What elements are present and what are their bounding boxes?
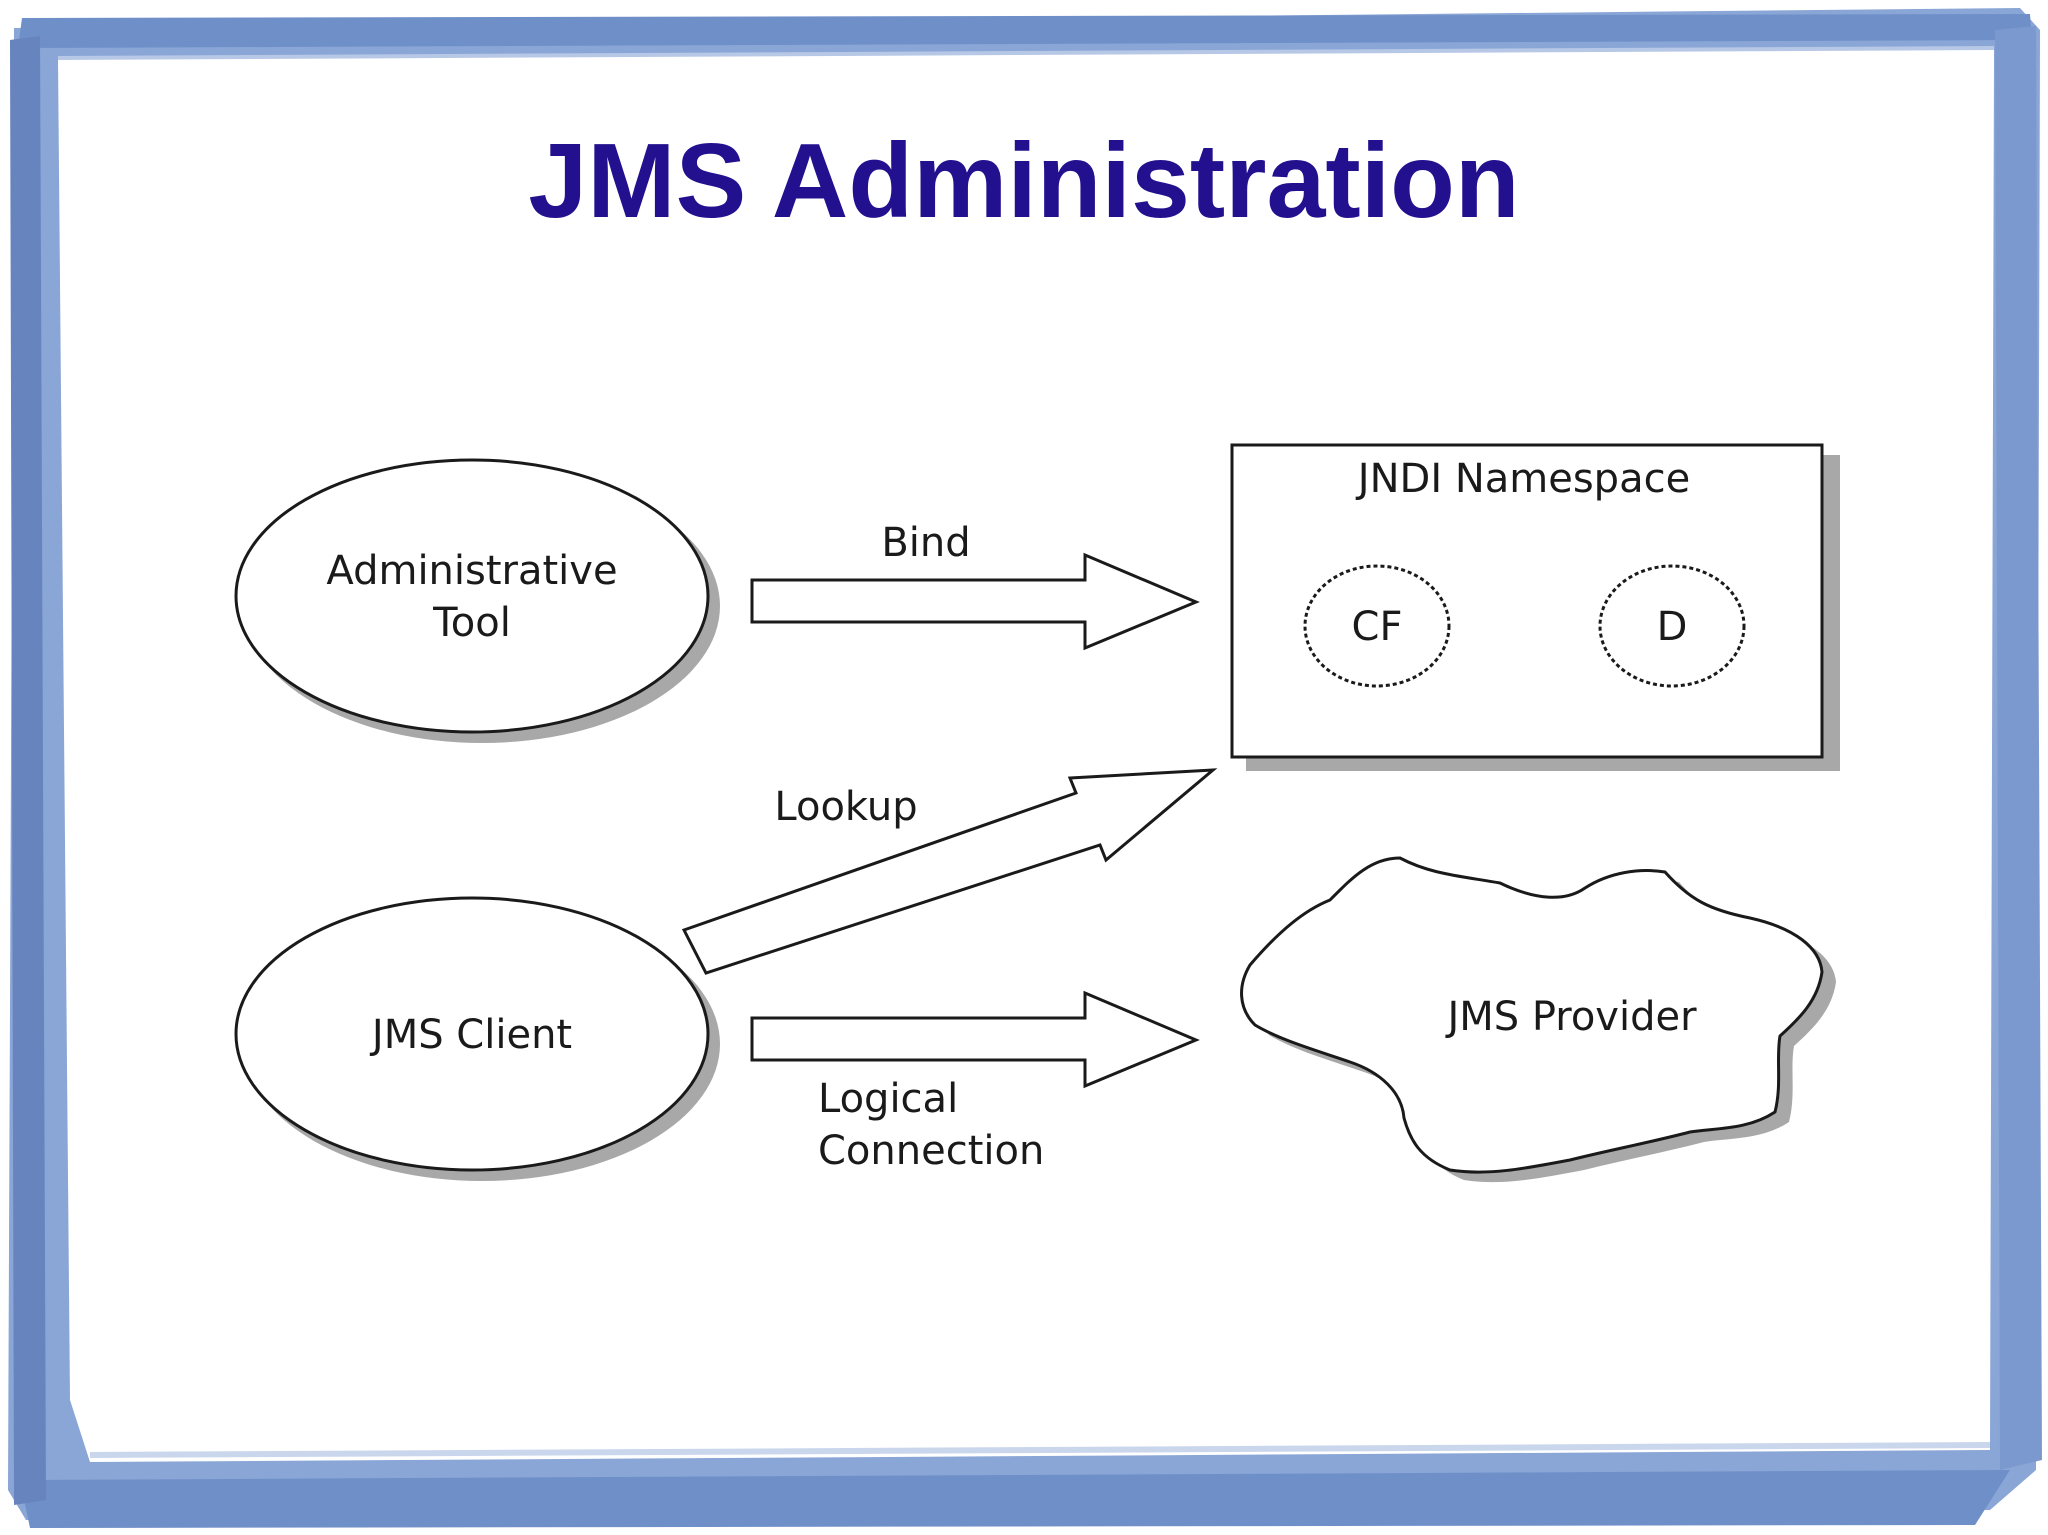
jndi-namespace-label: JNDI Namespace [1355,456,1690,502]
jms-provider-label: JMS Provider [1444,994,1697,1040]
cf-label: CF [1352,604,1403,650]
lookup-label: Lookup [774,784,917,830]
d-node: D [1598,564,1746,688]
logical-connection-label-line2: Connection [818,1128,1044,1174]
cf-node: CF [1303,564,1451,688]
administrative-tool-node: Administrative Tool [234,458,720,743]
jndi-namespace-box: JNDI Namespace CF D [1230,443,1840,771]
bind-label: Bind [881,520,970,566]
lookup-arrow: Lookup [681,768,1218,975]
administrative-tool-label-line1: Administrative [326,548,617,594]
logical-connection-label-line1: Logical [818,1076,958,1122]
logical-connection-arrow: Logical Connection [750,990,1200,1174]
slide-title: JMS Administration [528,122,1520,240]
bind-arrow: Bind [750,520,1200,651]
jms-provider-cloud: JMS Provider [1240,856,1836,1183]
administrative-tool-label-line2: Tool [432,600,511,646]
jms-client-node: JMS Client [234,896,720,1181]
jms-client-label: JMS Client [369,1012,572,1058]
d-label: D [1657,604,1688,650]
